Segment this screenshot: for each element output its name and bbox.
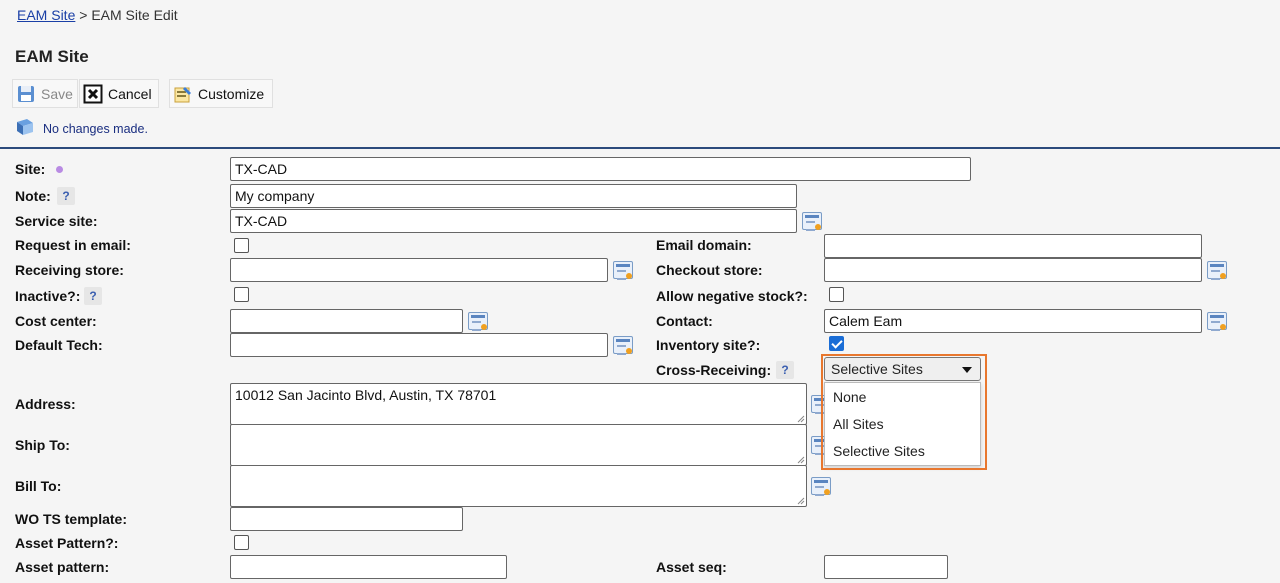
cost-center-lookup-icon[interactable] [468, 312, 488, 331]
request-in-email-label: Request in email: [15, 237, 131, 253]
contact-label: Contact: [656, 313, 713, 329]
checkout-store-input[interactable] [824, 258, 1202, 282]
breadcrumb-current: EAM Site Edit [91, 7, 178, 23]
inventory-site-checkbox[interactable] [829, 336, 844, 351]
customize-form-icon [173, 84, 193, 104]
cross-receiving-dropdown: None All Sites Selective Sites [824, 382, 981, 466]
asset-seq-label: Asset seq: [656, 559, 727, 575]
cost-center-input[interactable] [230, 309, 463, 333]
bill-to-label: Bill To: [15, 478, 62, 494]
info-flag-icon [15, 118, 35, 139]
help-icon[interactable]: ? [84, 287, 102, 305]
breadcrumb: EAM Site > EAM Site Edit [17, 7, 178, 23]
contact-lookup-icon[interactable] [1207, 312, 1227, 331]
bill-to-textarea[interactable] [230, 465, 807, 507]
help-icon[interactable]: ? [776, 361, 794, 379]
note-input[interactable]: My company [230, 184, 797, 208]
ship-to-textarea[interactable] [230, 424, 807, 466]
service-site-input[interactable]: TX-CAD [230, 209, 797, 233]
contact-input[interactable]: Calem Eam [824, 309, 1202, 333]
inventory-site-label: Inventory site?: [656, 337, 761, 353]
asset-pattern-checkbox[interactable] [234, 535, 249, 550]
status-message-text: No changes made. [43, 121, 148, 136]
required-indicator [56, 166, 63, 173]
save-button[interactable]: Save [12, 79, 78, 108]
note-label: Note: [15, 188, 51, 204]
cross-receiving-select[interactable]: Selective Sites [824, 357, 981, 381]
customize-button[interactable]: Customize [169, 79, 273, 108]
cancel-button-label: Cancel [108, 85, 152, 102]
site-input[interactable]: TX-CAD [230, 157, 971, 181]
help-icon[interactable]: ? [57, 187, 75, 205]
asset-pattern-label: Asset pattern: [15, 559, 110, 575]
breadcrumb-separator: > [75, 7, 92, 23]
save-disk-icon [16, 84, 36, 104]
cost-center-label: Cost center: [15, 313, 97, 329]
inactive-label: Inactive?: [15, 288, 81, 304]
close-x-icon [83, 84, 103, 104]
default-tech-label: Default Tech: [15, 337, 103, 353]
asset-pattern-flag-label: Asset Pattern?: [15, 535, 119, 551]
save-button-label: Save [41, 85, 73, 102]
breadcrumb-link-eam-site[interactable]: EAM Site [17, 7, 76, 23]
checkout-store-label: Checkout store: [656, 262, 763, 278]
address-textarea[interactable]: 10012 San Jacinto Blvd, Austin, TX 78701 [230, 383, 807, 425]
resize-grip-icon[interactable] [797, 456, 805, 464]
caret-down-icon [962, 367, 972, 373]
wo-ts-template-label: WO TS template: [15, 511, 128, 527]
dropdown-option-selective-sites[interactable]: Selective Sites [833, 443, 925, 459]
address-label: Address: [15, 396, 76, 412]
cancel-button[interactable]: Cancel [79, 79, 159, 108]
bill-to-lookup-icon[interactable] [811, 477, 831, 496]
ship-to-label: Ship To: [15, 437, 70, 453]
status-message: No changes made. [15, 118, 148, 139]
site-label: Site: [15, 161, 46, 177]
receiving-store-input[interactable] [230, 258, 608, 282]
checkout-store-lookup-icon[interactable] [1207, 261, 1227, 280]
receiving-store-label: Receiving store: [15, 262, 124, 278]
highlight-box [821, 354, 987, 470]
email-domain-input[interactable] [824, 234, 1202, 258]
header-divider [0, 147, 1280, 149]
allow-negative-stock-label: Allow negative stock?: [656, 288, 808, 304]
resize-grip-icon[interactable] [797, 497, 805, 505]
page-title: EAM Site [15, 47, 89, 66]
inactive-checkbox[interactable] [234, 287, 249, 302]
default-tech-input[interactable] [230, 333, 608, 357]
allow-negative-stock-checkbox[interactable] [829, 287, 844, 302]
asset-pattern-input[interactable] [230, 555, 507, 579]
receiving-store-lookup-icon[interactable] [613, 261, 633, 280]
request-in-email-checkbox[interactable] [234, 238, 249, 253]
cross-receiving-selected-value: Selective Sites [831, 361, 923, 377]
asset-seq-input[interactable] [824, 555, 948, 579]
wo-ts-template-input[interactable] [230, 507, 463, 531]
default-tech-lookup-icon[interactable] [613, 336, 633, 355]
service-site-label: Service site: [15, 213, 98, 229]
dropdown-option-none[interactable]: None [833, 389, 867, 405]
dropdown-option-all-sites[interactable]: All Sites [833, 416, 884, 432]
cross-receiving-label: Cross-Receiving: [656, 362, 772, 378]
service-site-lookup-icon[interactable] [802, 212, 822, 231]
customize-button-label: Customize [198, 85, 265, 102]
address-value: 10012 San Jacinto Blvd, Austin, TX 78701 [235, 387, 497, 403]
email-domain-label: Email domain: [656, 237, 752, 253]
resize-grip-icon[interactable] [797, 415, 805, 423]
